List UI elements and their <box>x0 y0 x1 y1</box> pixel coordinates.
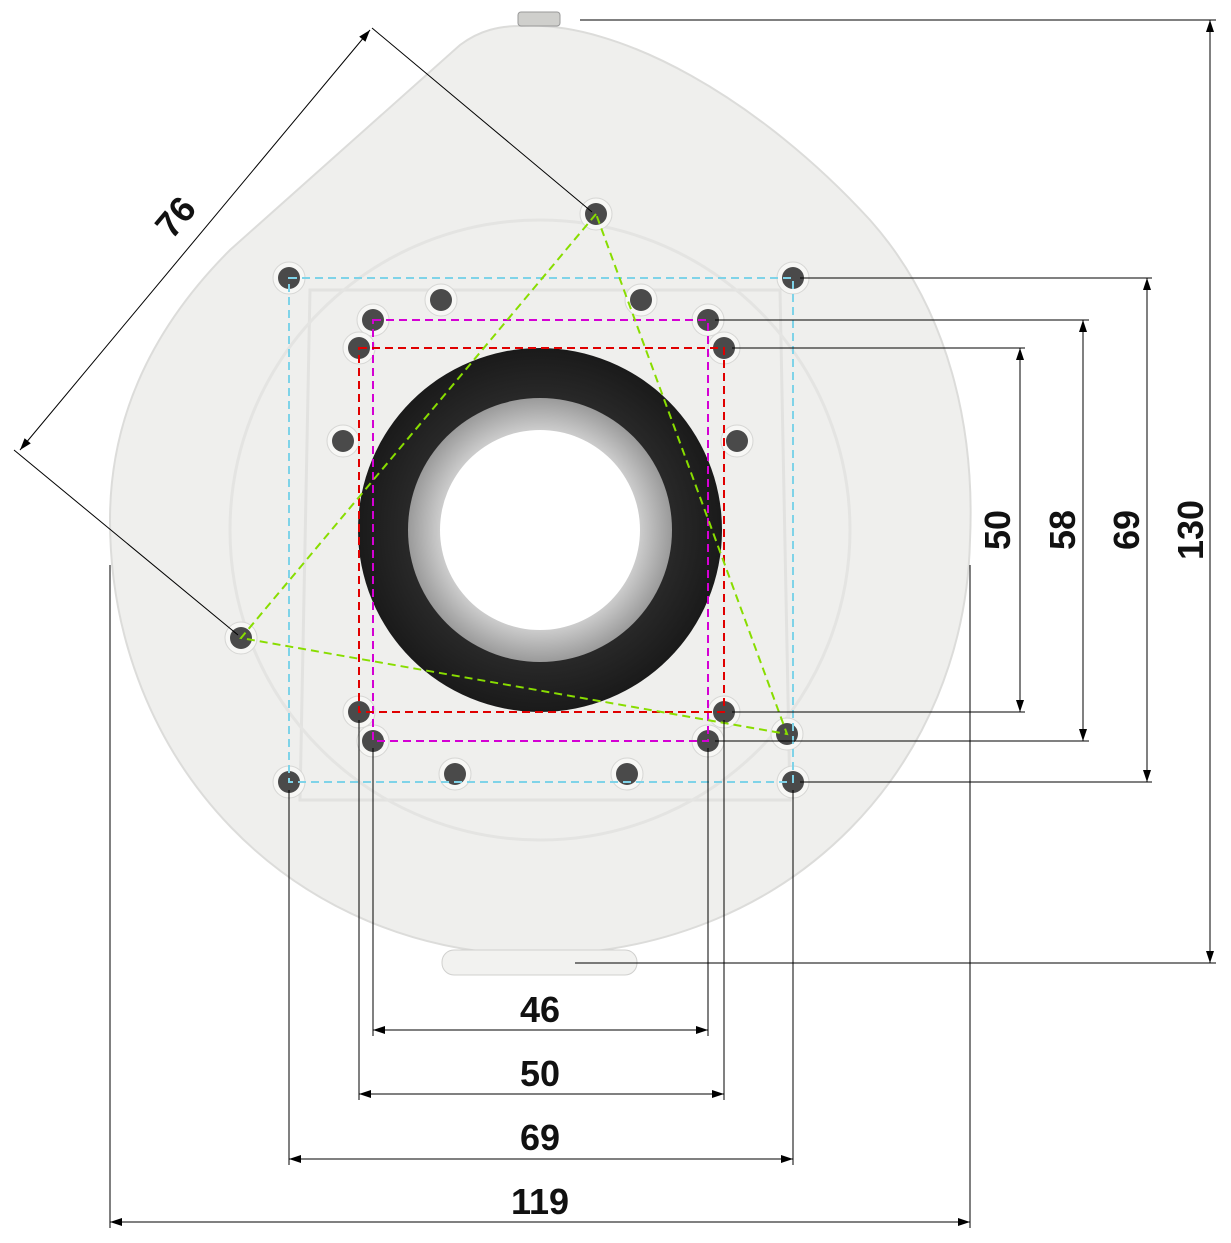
pattern-square-69 <box>288 277 794 783</box>
dimension-arrow <box>1079 729 1087 741</box>
dimension-arrow <box>373 1026 385 1034</box>
dim-label-vertical-58: 58 <box>1042 510 1083 550</box>
mounting-hole <box>726 430 748 452</box>
dimension-arrow <box>1143 278 1151 290</box>
pattern-triangle-76 <box>239 212 789 736</box>
dimension-arrow <box>696 1026 708 1034</box>
dimension-arrow <box>958 1218 970 1226</box>
dimension-arrow <box>1016 700 1024 712</box>
dim-label-diagonal-76: 76 <box>147 188 204 245</box>
mounting-hole <box>697 309 719 331</box>
dimension-arrow <box>1143 770 1151 782</box>
mounting-hole <box>444 763 466 785</box>
dimension-arrow <box>20 438 31 450</box>
dim-label-height-130: 130 <box>1170 500 1211 560</box>
dim-label-vertical-69: 69 <box>1106 510 1147 550</box>
plate-ring-outline <box>228 218 852 842</box>
dimension-arrow <box>1016 348 1024 360</box>
mounting-hole <box>630 289 652 311</box>
pattern-square-50 <box>358 347 725 713</box>
dimension-arrow <box>359 30 370 42</box>
mounting-hole <box>362 730 384 752</box>
dimension-arrow <box>110 1218 122 1226</box>
dim-label-horizontal-46: 46 <box>520 989 560 1030</box>
cable-hole <box>440 430 640 630</box>
dim-label-horizontal-69: 69 <box>520 1117 560 1158</box>
dim-label-vertical-50: 50 <box>977 510 1018 550</box>
dimension-arrow <box>289 1155 301 1163</box>
dimension-arrow <box>1079 320 1087 332</box>
dimension-arrow <box>1206 20 1214 32</box>
dimension-arrow <box>1206 951 1214 963</box>
mounting-hole <box>332 430 354 452</box>
dim-label-horizontal-50: 50 <box>520 1053 560 1094</box>
dimension-arrow <box>781 1155 793 1163</box>
pattern-rect-46x58 <box>372 319 709 742</box>
top-screw <box>517 11 561 27</box>
mounting-hole <box>782 267 804 289</box>
dimension-arrow <box>712 1090 724 1098</box>
mounting-hole <box>430 289 452 311</box>
dim-label-width-119: 119 <box>511 1181 569 1222</box>
mounting-hole <box>616 763 638 785</box>
dimension-arrow <box>359 1090 371 1098</box>
